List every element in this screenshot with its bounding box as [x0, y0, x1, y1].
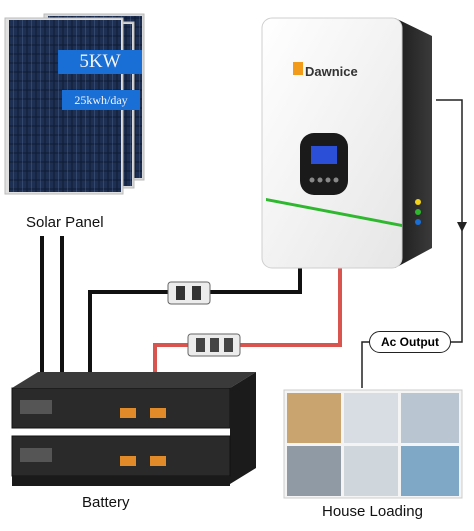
- button-icon: [309, 177, 315, 183]
- battery-terminal-icon: [150, 456, 166, 466]
- battery-cable-red-right: [240, 255, 342, 347]
- house-loading-grid: [283, 389, 463, 499]
- lcd-screen: [311, 146, 337, 164]
- inverter: [261, 17, 432, 269]
- breaker-red-line: [187, 333, 241, 357]
- breaker-dc: [167, 281, 211, 305]
- appliance-tv: [287, 393, 341, 443]
- appliance-fridge: [401, 446, 459, 496]
- terminal-icon: [415, 209, 421, 215]
- arrow-icon: [457, 222, 467, 232]
- battery-terminal-icon: [120, 456, 136, 466]
- inverter-side: [395, 18, 432, 268]
- solar-panel-label: Solar Panel: [26, 214, 104, 231]
- ac-cables: [153, 255, 342, 390]
- battery-terminal-icon: [150, 408, 166, 418]
- solar-power-badge: 5KW: [58, 50, 142, 74]
- terminal-icon: [415, 219, 421, 225]
- terminal-icon: [415, 199, 421, 205]
- button-icon: [317, 177, 323, 183]
- brand-logo-icon: [293, 62, 303, 75]
- button-icon: [333, 177, 339, 183]
- battery-terminal-icon: [120, 408, 136, 418]
- appliance-ac-unit: [344, 393, 398, 443]
- house-loading-label: House Loading: [322, 503, 423, 520]
- appliance-fan: [401, 393, 459, 443]
- ac-output-label: Ac Output: [369, 331, 451, 353]
- solar-energy-badge: 25kwh/day: [62, 90, 140, 110]
- appliance-washer: [344, 446, 398, 496]
- battery-stack: [11, 372, 256, 486]
- button-icon: [325, 177, 331, 183]
- battery-cable-black-left: [88, 290, 168, 395]
- status-stripe: [266, 198, 402, 227]
- dc-cables: [40, 236, 310, 395]
- battery-label: Battery: [82, 494, 130, 511]
- appliance-cooker: [287, 446, 341, 496]
- inverter-brand: Dawnice: [305, 64, 358, 79]
